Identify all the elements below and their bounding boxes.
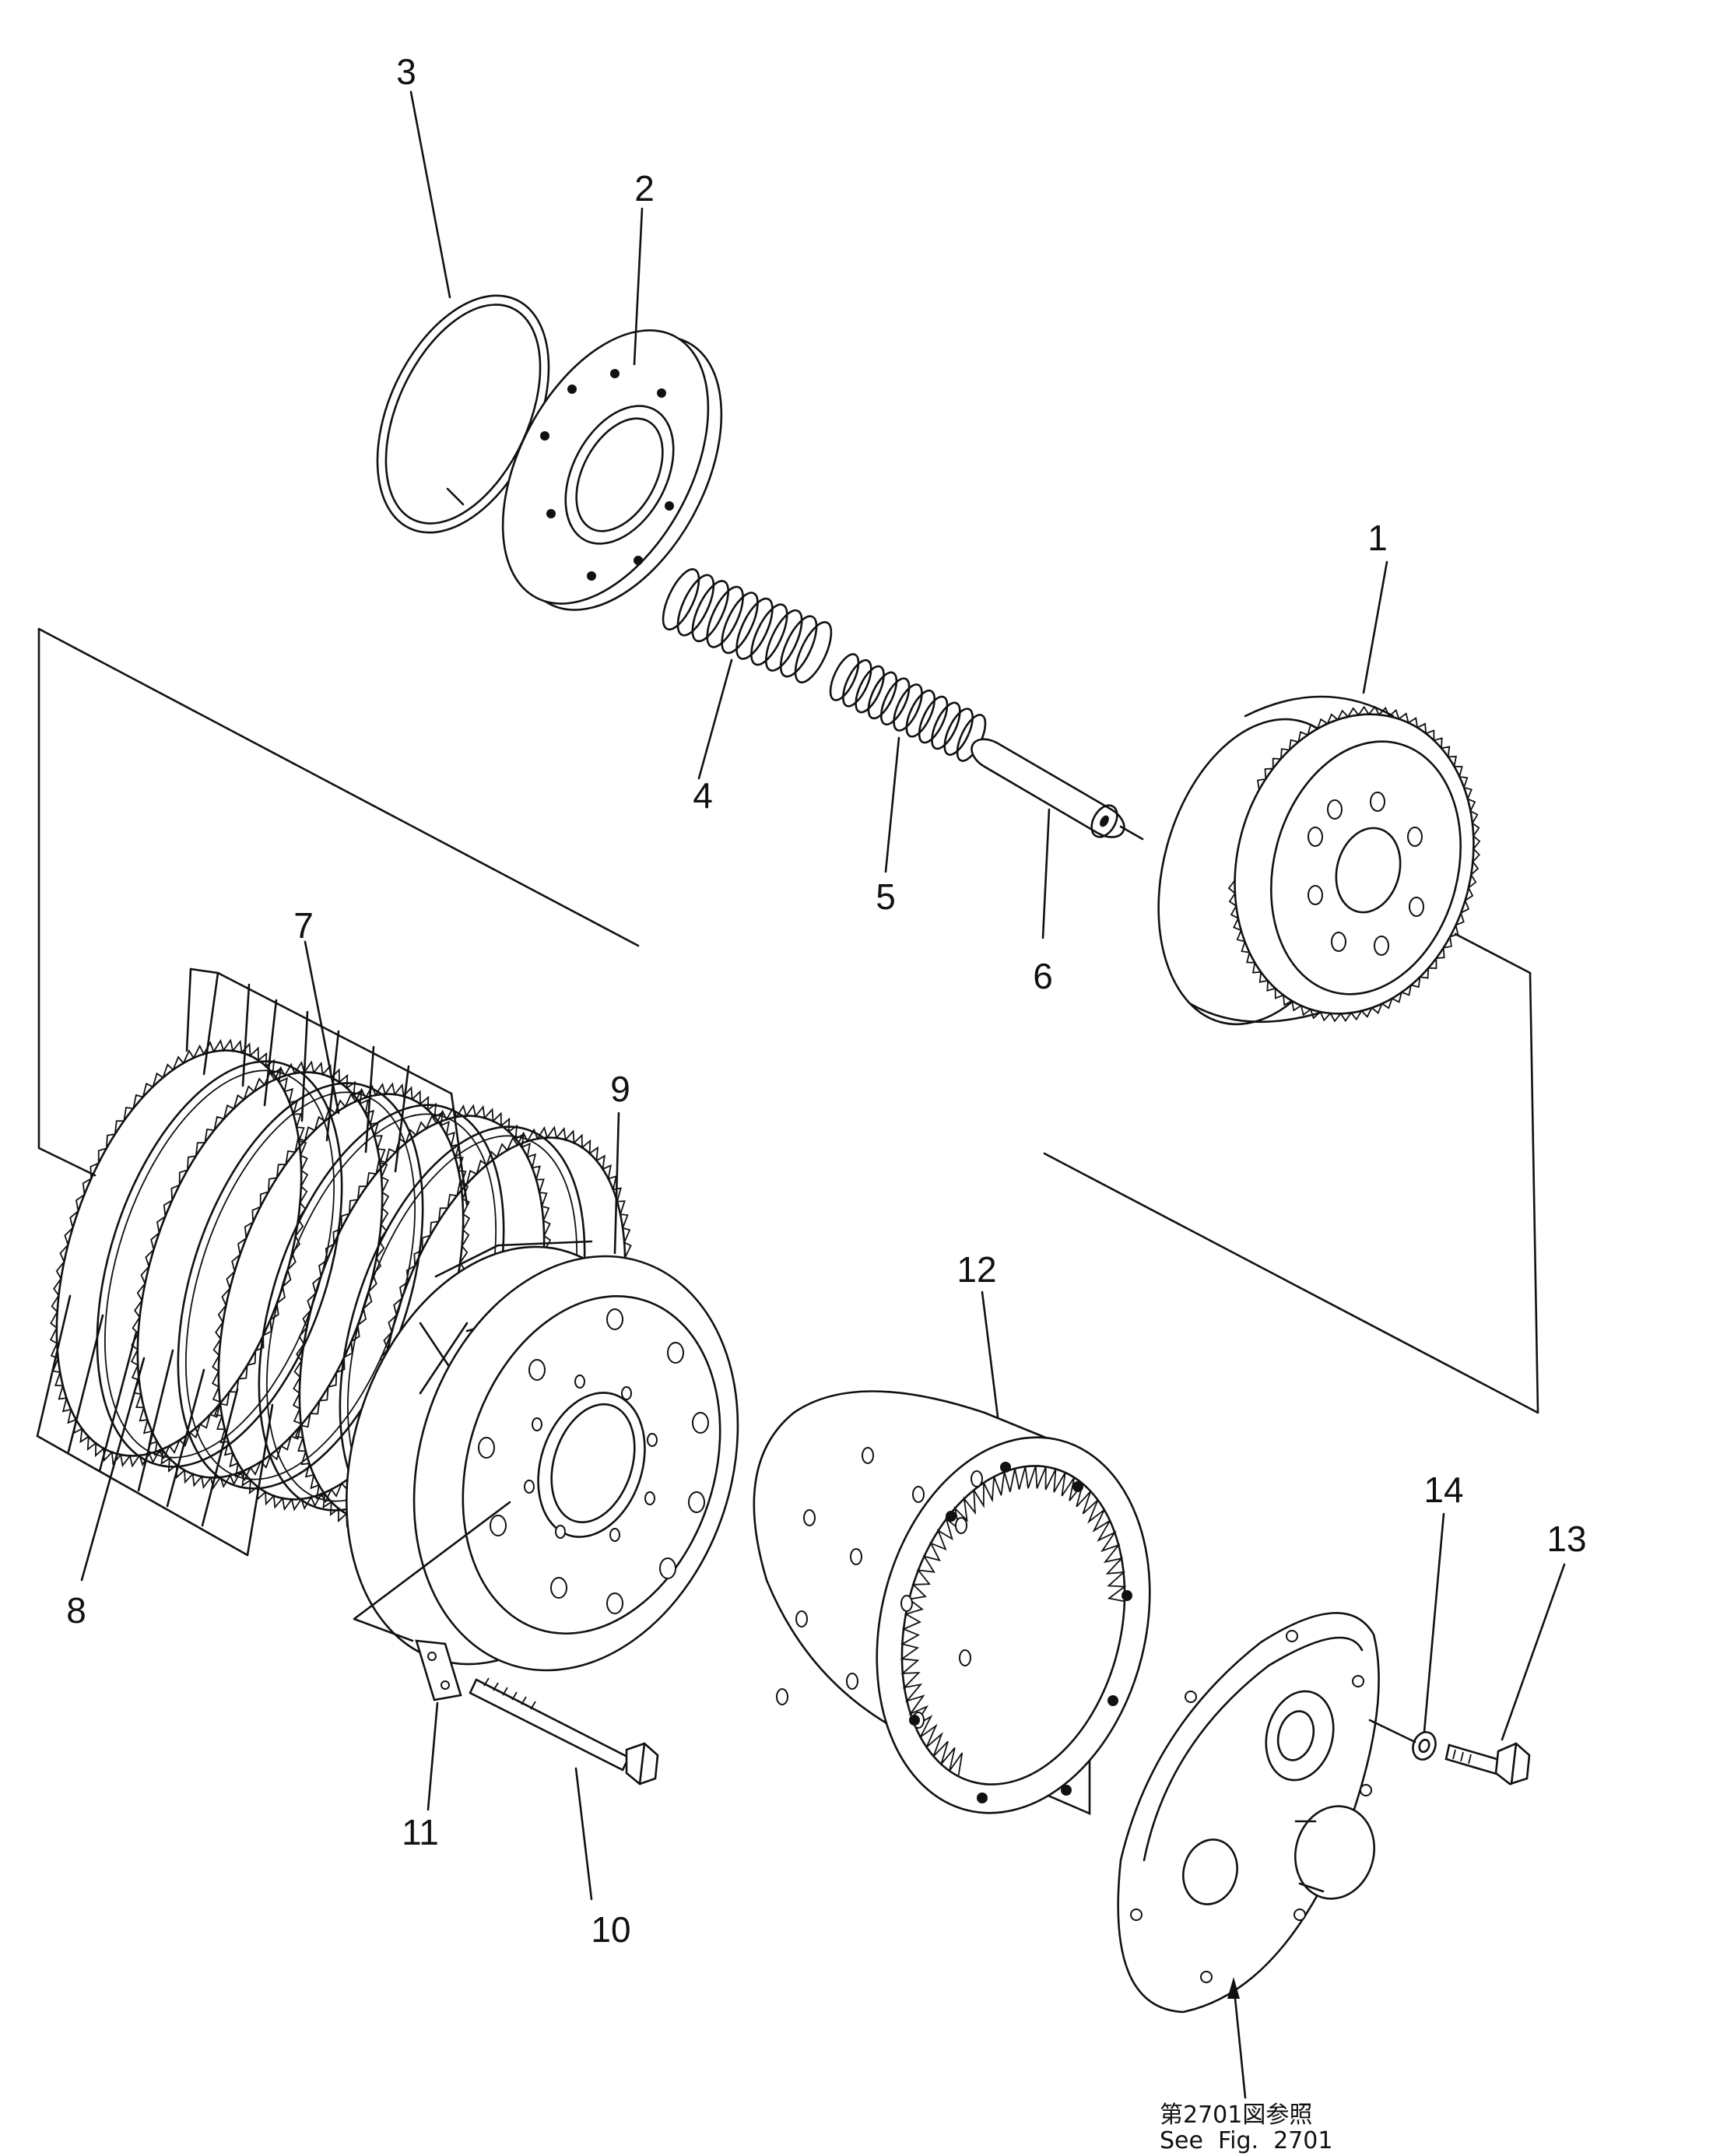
- assembly-bracket-lines: [37, 627, 1539, 1414]
- leader-2: [633, 207, 644, 366]
- label-4: 4: [693, 775, 713, 816]
- label-9: 9: [610, 1069, 630, 1109]
- part-9-piston: [346, 1240, 739, 1672]
- cover-plate: [1117, 1612, 1380, 2014]
- leader-14: [1423, 1512, 1445, 1733]
- part-11-lock-plate: [415, 1639, 462, 1701]
- label-3: 3: [396, 51, 416, 92]
- reference-arrow-line: [1232, 1982, 1247, 2099]
- label-6: 6: [1033, 956, 1053, 996]
- label-2: 2: [634, 168, 655, 209]
- leader-5: [884, 736, 900, 873]
- disc-callout-lines: [36, 967, 469, 1557]
- label-12: 12: [957, 1249, 996, 1290]
- part-13-bolt: [1444, 1742, 1531, 1786]
- reference-note-english: See Fig. 2701: [1160, 2127, 1332, 2154]
- label-11: 11: [402, 1812, 439, 1852]
- leader-10: [574, 1767, 593, 1901]
- leader-12: [981, 1290, 999, 1418]
- part-1-gear-carrier: [1157, 695, 1481, 1026]
- part-6-pin: [971, 738, 1144, 841]
- part-4-spring: [662, 568, 833, 683]
- label-5: 5: [876, 876, 896, 917]
- leader-3: [409, 90, 451, 299]
- label-8: 8: [66, 1590, 86, 1631]
- leader-13: [1501, 1563, 1566, 1741]
- leader-1: [1362, 560, 1388, 694]
- label-14: 14: [1423, 1470, 1463, 1510]
- leader-8: [80, 1357, 146, 1582]
- bolt-guide-line: [353, 1501, 511, 1642]
- part-14-washer: [1412, 1731, 1437, 1761]
- part-12-drum: [753, 1390, 1151, 1815]
- reference-note-japanese: 第2701図参照: [1160, 2102, 1312, 2129]
- leader-9: [613, 1111, 620, 1255]
- label-1: 1: [1367, 518, 1388, 558]
- part-5-spring: [829, 653, 987, 762]
- label-13: 13: [1546, 1519, 1586, 1559]
- leader-6: [1041, 808, 1051, 939]
- leader-11: [426, 1701, 439, 1811]
- washer-guide-line: [1368, 1719, 1416, 1743]
- leader-7: [304, 940, 340, 1115]
- reference-arrowhead: [1227, 1977, 1240, 1999]
- leader-4: [697, 658, 733, 780]
- part-2-plate: [501, 329, 723, 611]
- label-7: 7: [293, 905, 314, 946]
- label-10: 10: [591, 1909, 630, 1950]
- part-10-bolt: [469, 1677, 659, 1786]
